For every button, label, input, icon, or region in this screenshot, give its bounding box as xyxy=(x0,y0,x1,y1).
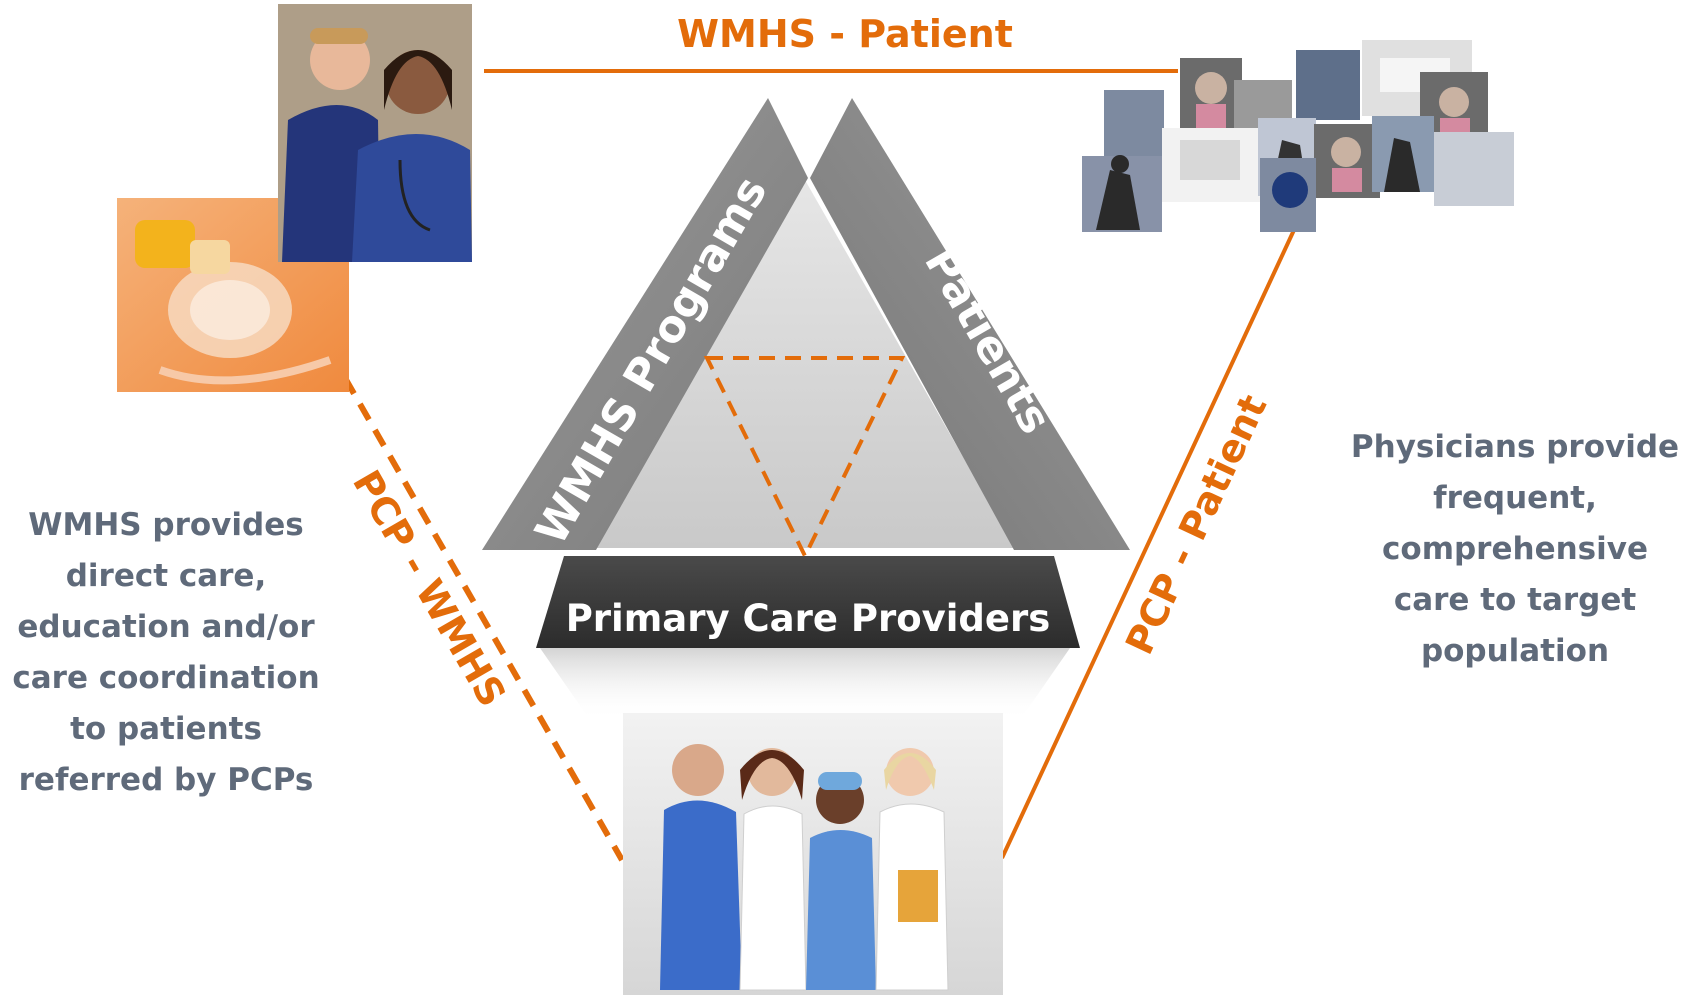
inner-triangle xyxy=(595,180,1015,548)
dashed-inner-triangle xyxy=(703,356,906,561)
patients-collage xyxy=(1082,40,1514,232)
nurses-photo xyxy=(278,4,472,262)
pyramid: WMHS Programs Patients Primary Care Prov… xyxy=(482,98,1130,720)
medical-device-photo xyxy=(117,198,349,392)
pcp-wmhs-label: PCP - WMHS xyxy=(344,463,514,714)
pcp-patient-line xyxy=(1000,229,1296,859)
base-label: Primary Care Providers xyxy=(566,597,1051,640)
base-reflection xyxy=(540,648,1070,720)
right-description: Physicians provide frequent, comprehensi… xyxy=(1350,429,1680,669)
wmhs-patient-label: WMHS - Patient xyxy=(677,12,1013,56)
pcp-wmhs-line xyxy=(342,376,625,862)
pcp-patient-label: PCP - Patient xyxy=(1117,388,1275,661)
base-bar-primary-care xyxy=(536,556,1080,648)
left-description: WMHS provides direct care, education and… xyxy=(12,507,320,798)
providers-group-photo xyxy=(623,713,1003,995)
right-arm-patients xyxy=(810,98,1130,550)
left-arm-wmhs-programs xyxy=(482,98,808,550)
